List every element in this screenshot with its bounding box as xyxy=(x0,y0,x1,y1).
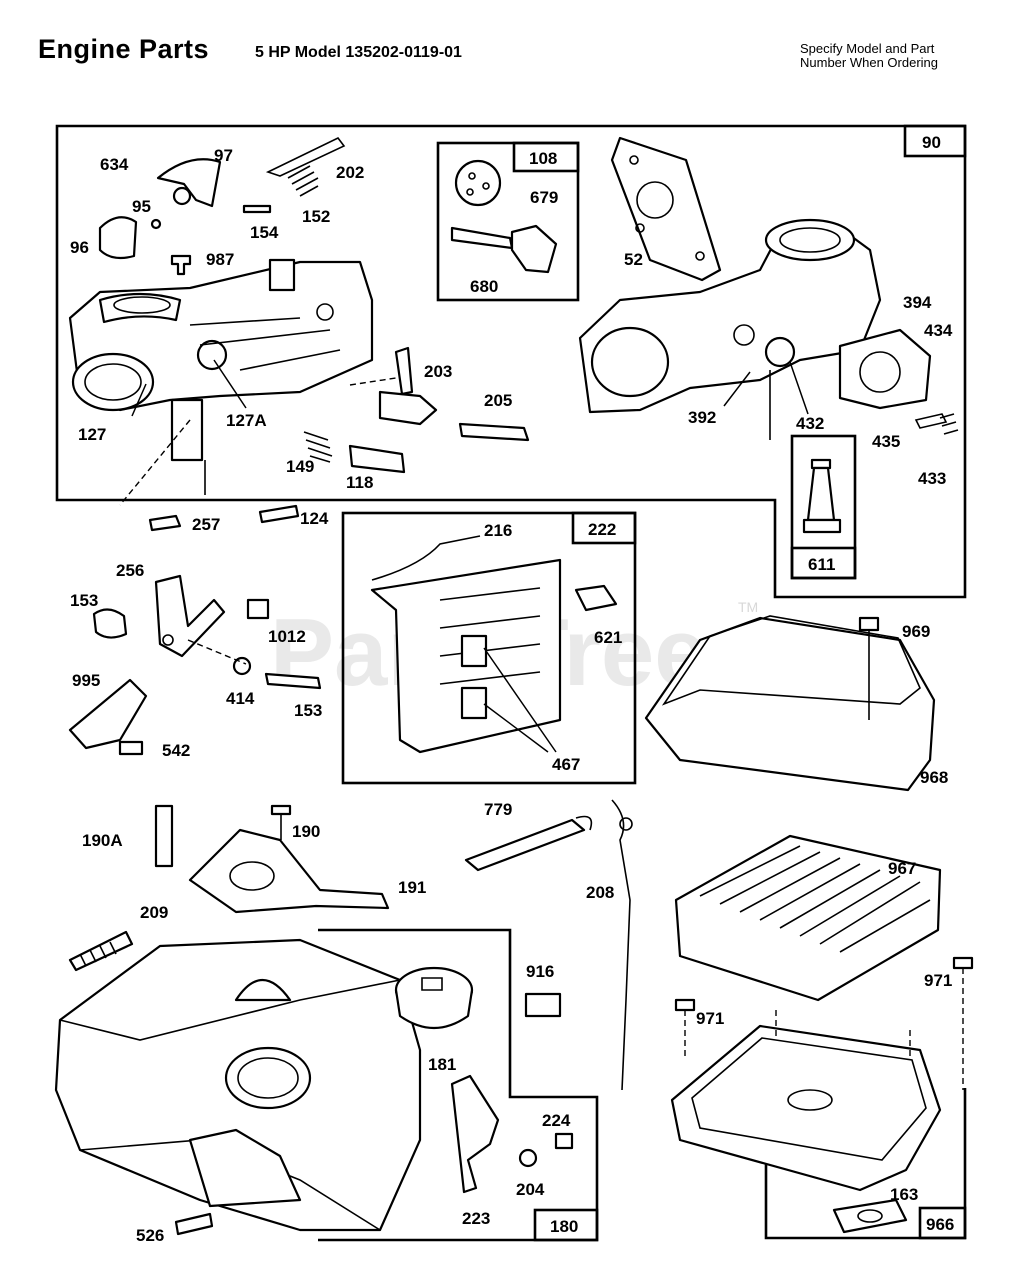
label-467: 467 xyxy=(552,755,580,774)
label-394: 394 xyxy=(903,293,932,312)
label-181: 181 xyxy=(428,1055,456,1074)
label-152: 152 xyxy=(302,207,330,226)
ordering-note-line1: Specify Model and Part xyxy=(800,41,935,56)
box-number-180: 180 xyxy=(550,1217,578,1236)
label-163: 163 xyxy=(890,1185,918,1204)
label-52: 52 xyxy=(624,250,643,269)
label-526: 526 xyxy=(136,1226,164,1245)
spring-202 xyxy=(265,136,346,177)
page-title: Engine Parts xyxy=(38,34,210,64)
bracket-223 xyxy=(450,1074,500,1194)
throttle-shaft-634 xyxy=(172,186,192,206)
governor-parts xyxy=(68,504,322,756)
model-number: 5 HP Model 135202-0119-01 xyxy=(255,44,462,61)
label-209: 209 xyxy=(140,903,168,922)
carburetor-assembly-frame: 90 xyxy=(55,124,967,599)
label-634: 634 xyxy=(100,155,129,174)
label-95: 95 xyxy=(132,197,151,216)
screw-224 xyxy=(554,1132,574,1150)
label-124: 124 xyxy=(300,509,329,528)
spring-152 xyxy=(287,165,319,197)
label-205: 205 xyxy=(484,391,512,410)
label-224: 224 xyxy=(542,1111,571,1130)
label-433: 433 xyxy=(918,469,946,488)
muffler-box: 222 xyxy=(341,511,637,785)
label-1012: 1012 xyxy=(268,627,306,646)
label-97: 97 xyxy=(214,146,233,165)
label-191: 191 xyxy=(398,878,426,897)
screw-526 xyxy=(174,1212,214,1236)
label-153-a: 153 xyxy=(70,591,98,610)
label-202: 202 xyxy=(336,163,364,182)
fuel-tank xyxy=(54,938,422,1232)
ordering-note: Specify Model and Part Number When Order… xyxy=(800,42,938,70)
label-971-b: 971 xyxy=(924,971,952,990)
label-208: 208 xyxy=(586,883,614,902)
label-204: 204 xyxy=(516,1180,545,1199)
label-392: 392 xyxy=(688,408,716,427)
fuel-filter-916 xyxy=(524,992,562,1018)
label-434: 434 xyxy=(924,321,953,340)
label-190a: 190A xyxy=(82,831,123,850)
label-96: 96 xyxy=(70,238,89,257)
label-679: 679 xyxy=(530,188,558,207)
label-190: 190 xyxy=(292,822,320,841)
box-number-90: 90 xyxy=(922,133,941,152)
label-127a: 127A xyxy=(226,411,267,430)
label-987: 987 xyxy=(206,250,234,269)
screw-154 xyxy=(242,204,272,214)
label-414: 414 xyxy=(226,689,255,708)
ordering-note-line2: Number When Ordering xyxy=(800,55,938,70)
label-118: 118 xyxy=(346,473,373,492)
box-number-222: 222 xyxy=(588,520,616,539)
label-916: 916 xyxy=(526,962,554,981)
box-number-611: 611 xyxy=(808,555,835,574)
carburetor-body xyxy=(68,258,374,495)
box-number-108: 108 xyxy=(529,149,557,168)
label-216: 216 xyxy=(484,521,512,540)
label-779: 779 xyxy=(484,800,512,819)
throttle-lever-203 xyxy=(378,390,438,426)
label-127: 127 xyxy=(78,425,106,444)
label-968: 968 xyxy=(920,768,948,787)
watermark-tm: TM xyxy=(738,599,758,615)
label-969: 969 xyxy=(902,622,930,641)
linkage-parts xyxy=(68,799,633,1091)
washer-204 xyxy=(518,1148,538,1168)
air-cleaner-base-box: 966 xyxy=(670,956,974,1240)
label-967: 967 xyxy=(888,859,916,878)
choke-plate-96 xyxy=(98,216,138,260)
label-149: 149 xyxy=(286,457,314,476)
label-621: 621 xyxy=(594,628,622,647)
seal-987 xyxy=(170,254,192,276)
fuel-tank-box: 180 xyxy=(318,928,599,1242)
needle-valve-box: 611 xyxy=(790,434,857,580)
screw-205 xyxy=(458,422,530,442)
air-cleaner-cover xyxy=(644,615,936,792)
label-995: 995 xyxy=(72,671,100,690)
label-256: 256 xyxy=(116,561,144,580)
label-257: 257 xyxy=(192,515,220,534)
spring-149 xyxy=(303,431,333,463)
label-432: 432 xyxy=(796,414,824,433)
box-number-966: 966 xyxy=(926,1215,954,1234)
inlet-kit-box: 108 xyxy=(436,141,580,302)
screw-95 xyxy=(150,218,162,230)
label-435: 435 xyxy=(872,432,900,451)
label-153-b: 153 xyxy=(294,701,322,720)
carburetor-body-right xyxy=(578,136,959,440)
label-542: 542 xyxy=(162,741,190,760)
air-filter-element xyxy=(674,834,942,1002)
label-680: 680 xyxy=(470,277,498,296)
fuel-cap xyxy=(394,966,474,1029)
label-154: 154 xyxy=(250,223,279,242)
screw-118 xyxy=(348,444,406,474)
throttle-plate-97 xyxy=(156,158,222,208)
label-223: 223 xyxy=(462,1209,490,1228)
label-203: 203 xyxy=(424,362,452,381)
label-971-a: 971 xyxy=(696,1009,724,1028)
